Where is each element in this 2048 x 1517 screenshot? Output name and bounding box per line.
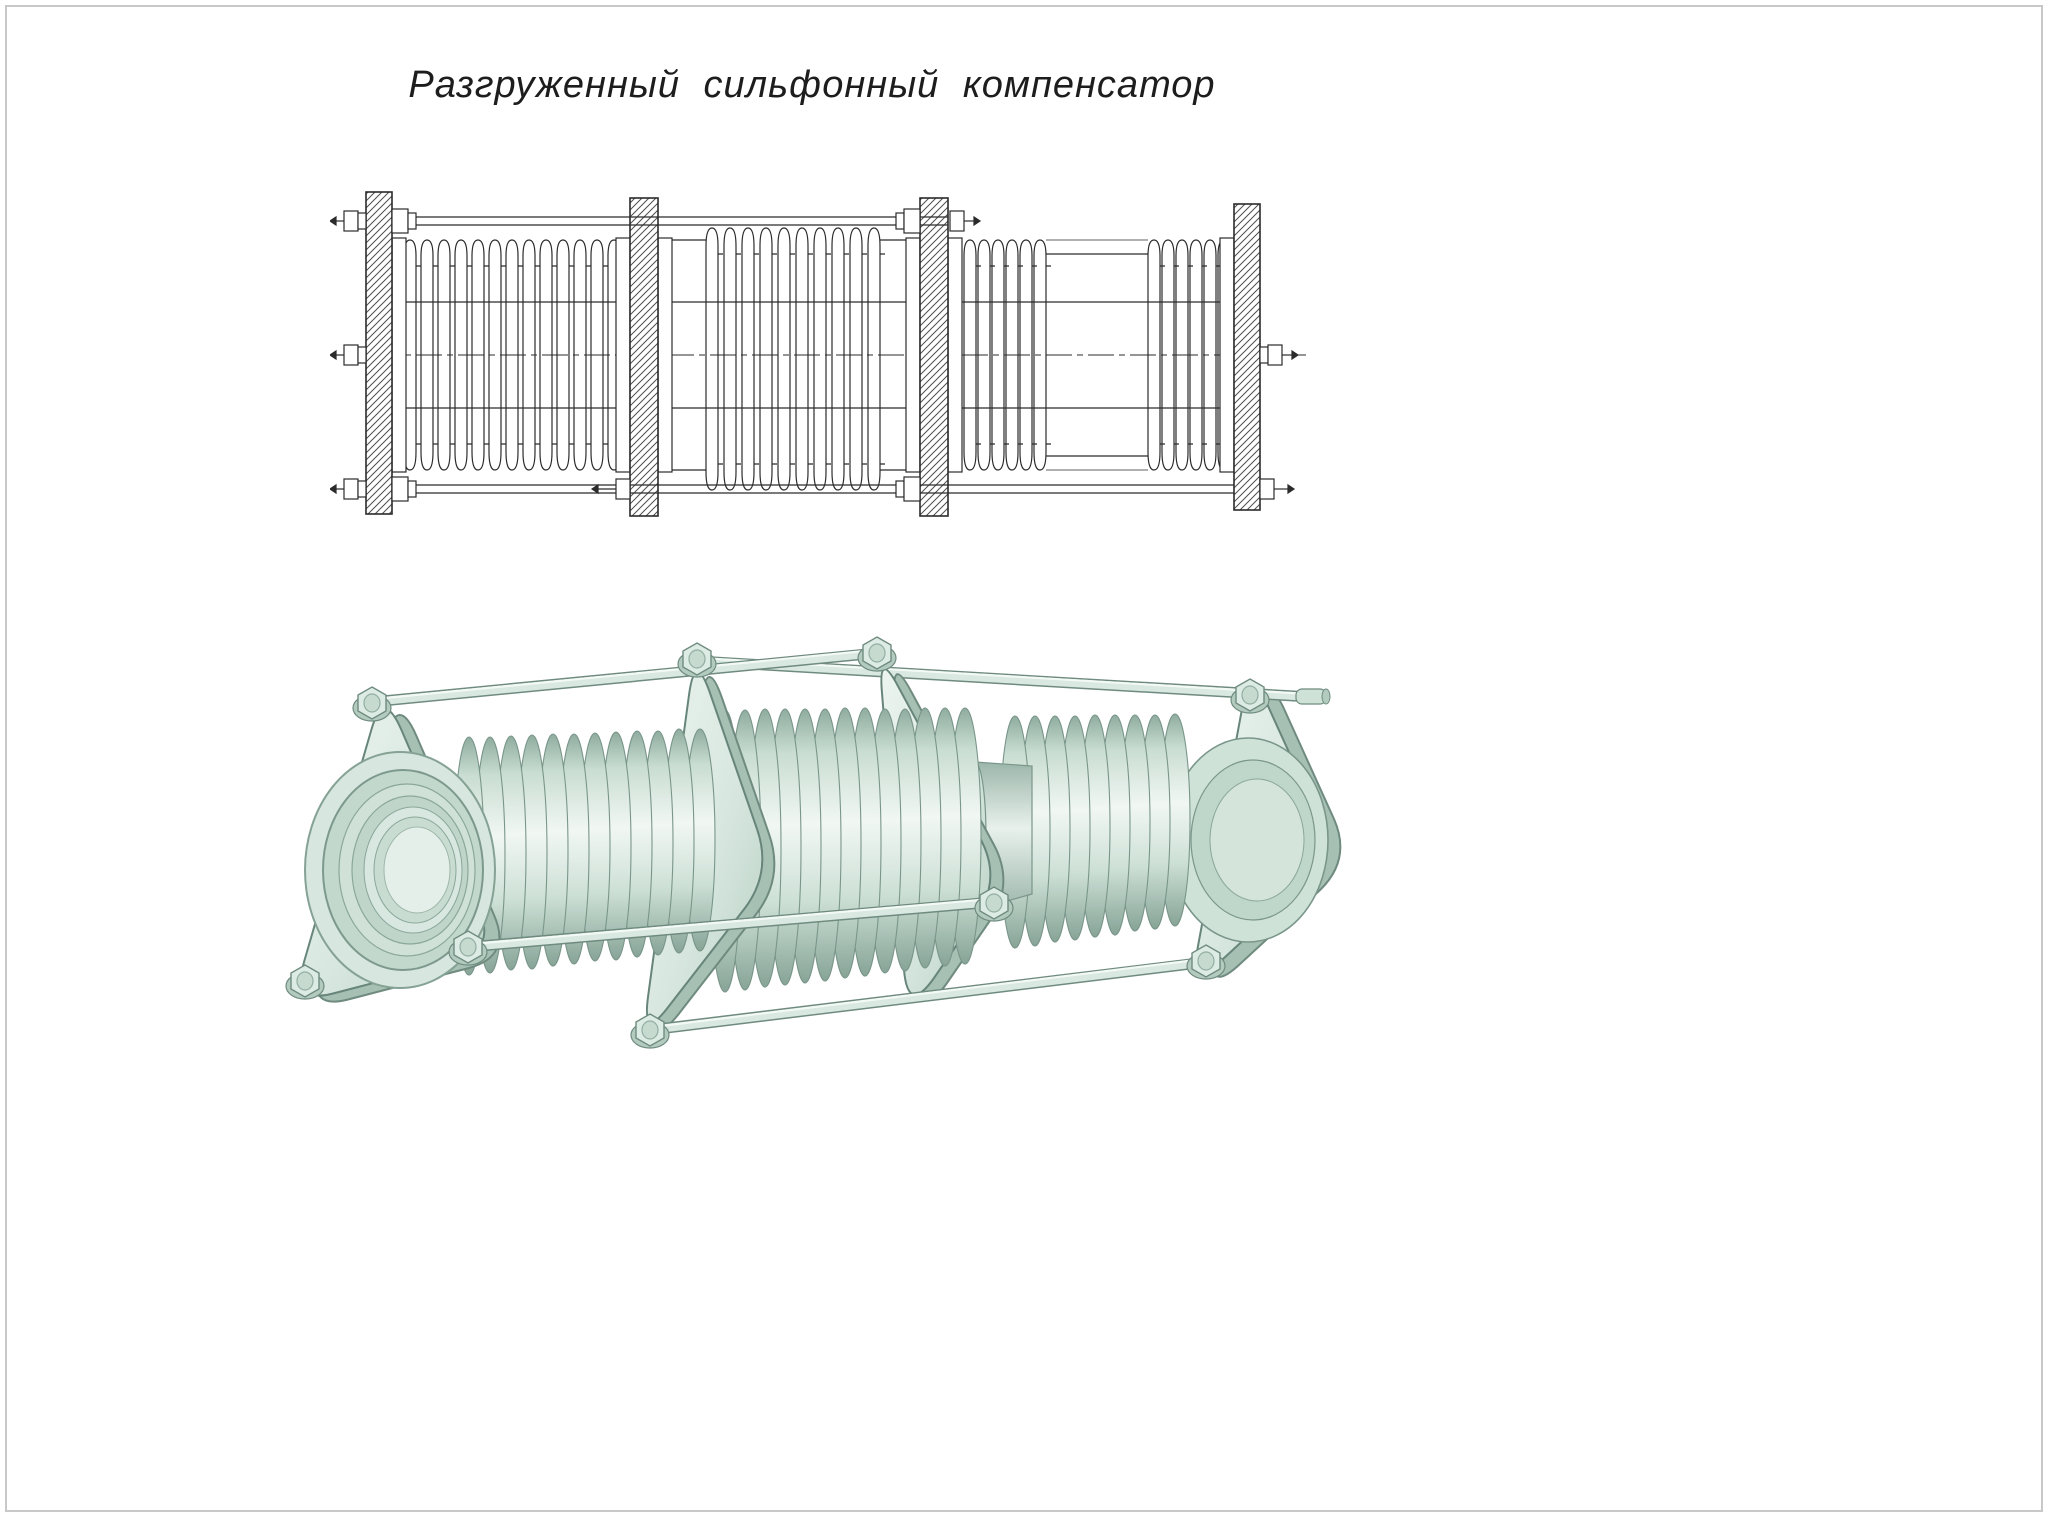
flange-plates — [365, 191, 1261, 517]
flange-left-3d — [300, 707, 501, 1003]
spool-piece — [1046, 239, 1148, 471]
drawing-title: Разгруженный сильфонный компенсатор — [408, 64, 1216, 106]
cad-render-view — [285, 636, 1342, 1049]
anchor-plate-1 — [629, 197, 659, 517]
bellows-balancing — [705, 227, 886, 491]
left-flange — [365, 191, 393, 515]
tie-rod-lower-right — [644, 956, 1213, 1036]
flange-right-3d — [1167, 685, 1342, 978]
tie-rod-top — [391, 208, 982, 234]
stud-tip-right — [1295, 688, 1331, 705]
right-flange — [1233, 203, 1261, 511]
sectional-view — [330, 191, 1306, 517]
tie-rod-upper-left — [366, 647, 884, 708]
tie-rod-bottom — [391, 476, 1296, 502]
flange-bolts — [330, 210, 1300, 500]
rod-nuts — [285, 636, 1331, 1049]
weld-collars — [391, 237, 1235, 473]
inner-liner — [398, 301, 1232, 409]
anchor-plate-2 — [919, 197, 949, 517]
tie-rod-lower-left — [462, 896, 1000, 953]
